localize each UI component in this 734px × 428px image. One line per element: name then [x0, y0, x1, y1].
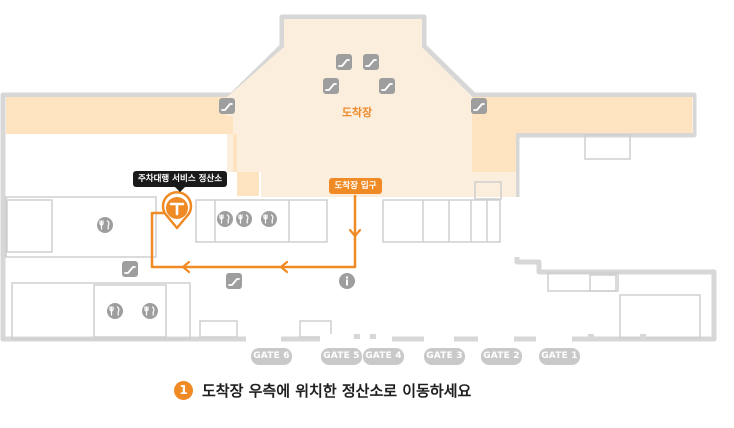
instruction-text: 도착장 우측에 위치한 정산소로 이동하세요 — [202, 381, 472, 400]
gate-dash-marks — [354, 334, 646, 339]
restaurant-icon — [96, 216, 114, 234]
gate-3-label: GATE 3 — [424, 348, 465, 365]
parking-office-callout: 주차대행 서비스 정산소 — [133, 171, 227, 192]
arrival-entrance-callout: 도착장 입구 — [329, 178, 382, 194]
instruction-row: 1 도착장 우측에 위치한 정산소로 이동하세요 — [174, 378, 471, 402]
escalator-icon — [322, 77, 340, 95]
route-path — [150, 194, 357, 269]
restaurant-icon — [235, 210, 253, 228]
restaurant-icon — [106, 302, 124, 320]
escalator-icon — [218, 97, 236, 115]
restaurant-icon — [260, 210, 278, 228]
corridor — [6, 197, 536, 257]
arrival-hall-wing-left — [6, 97, 259, 196]
gate-1-label: GATE 1 — [539, 348, 580, 365]
location-pin-icon — [161, 190, 193, 230]
gate-5-label: GATE 5 — [321, 348, 362, 365]
room-outlines — [5, 134, 701, 340]
restaurant-icon — [141, 302, 159, 320]
terminal-walls — [0, 14, 717, 342]
escalator-icon — [121, 260, 139, 278]
arrival-hall-wing-right — [472, 97, 692, 172]
gate-2-label: GATE 2 — [481, 348, 522, 365]
step-number-badge: 1 — [174, 380, 193, 400]
restaurant-icon — [216, 210, 234, 228]
escalator-icon — [362, 53, 380, 71]
info-icon — [339, 273, 355, 289]
escalator-icon — [470, 97, 488, 115]
escalator-icon — [225, 272, 243, 290]
gate-6-label: GATE 6 — [251, 348, 292, 365]
route-arrows — [181, 228, 362, 274]
escalator-icon — [378, 77, 396, 95]
arrival-hall-label: 도착장 — [341, 106, 373, 119]
gate-4-label: GATE 4 — [363, 348, 404, 365]
escalator-icon — [335, 53, 353, 71]
